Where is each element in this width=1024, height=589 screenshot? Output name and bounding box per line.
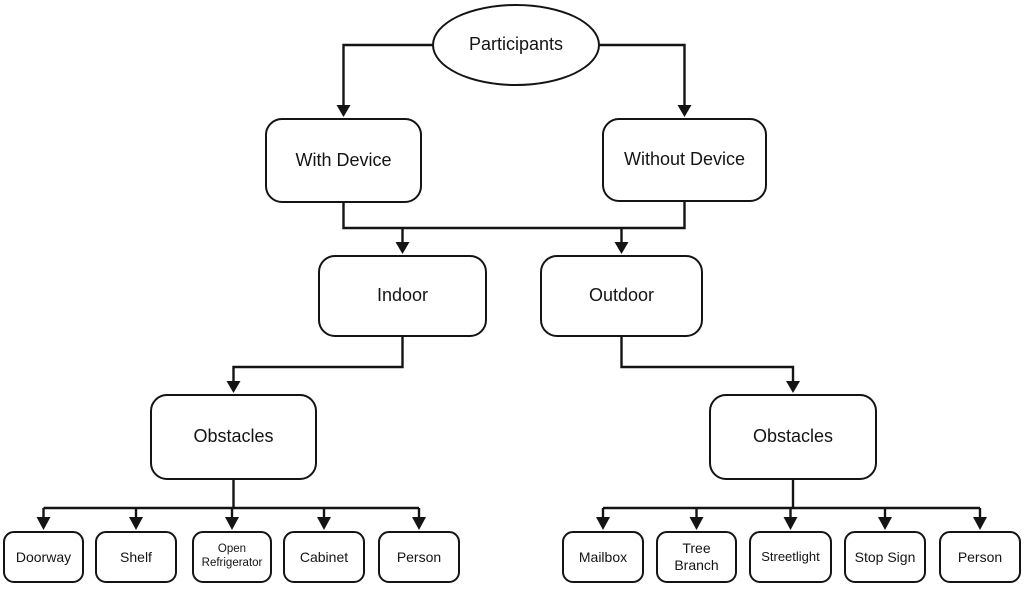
node-obstacles-indoor: Obstacles bbox=[150, 394, 317, 480]
leaf-person-outdoor: Person bbox=[939, 531, 1021, 583]
connector-paths bbox=[42, 43, 982, 518]
node-indoor: Indoor bbox=[318, 255, 487, 337]
leaf-tree-branch: Tree Branch bbox=[656, 531, 737, 583]
node-obstacles-outdoor: Obstacles bbox=[709, 394, 877, 480]
leaf-streetlight: Streetlight bbox=[749, 531, 832, 583]
node-outdoor: Outdoor bbox=[540, 255, 703, 337]
leaf-mailbox: Mailbox bbox=[562, 531, 644, 583]
node-with-device: With Device bbox=[265, 118, 422, 203]
leaf-open-refrigerator: Open Refrigerator bbox=[192, 531, 272, 583]
node-participants: Participants bbox=[432, 4, 600, 86]
leaf-stop-sign: Stop Sign bbox=[844, 531, 926, 583]
leaf-doorway: Doorway bbox=[3, 531, 84, 583]
leaf-shelf: Shelf bbox=[95, 531, 177, 583]
arrowheads bbox=[36, 105, 987, 530]
node-without-device: Without Device bbox=[602, 118, 767, 202]
leaf-cabinet: Cabinet bbox=[283, 531, 365, 583]
leaf-person-indoor: Person bbox=[378, 531, 460, 583]
